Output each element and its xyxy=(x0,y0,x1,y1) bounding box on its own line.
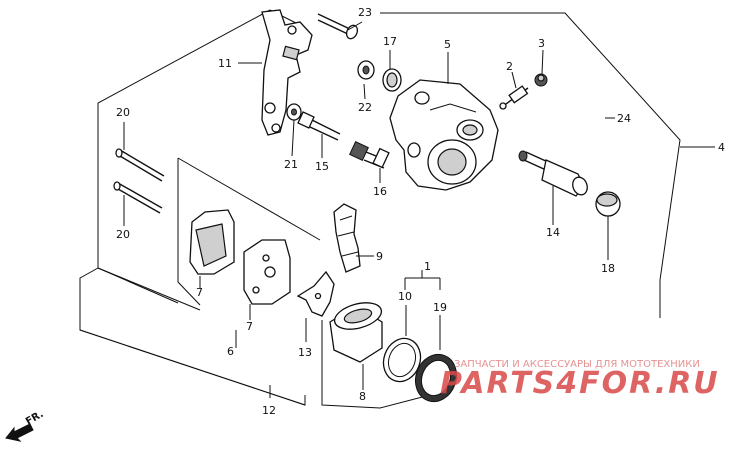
label-part-9: 9 xyxy=(376,250,383,263)
part-20-pad-pin-lower xyxy=(113,181,163,214)
label-part-5: 5 xyxy=(444,38,451,51)
part-10-piston-seal xyxy=(382,337,422,383)
part-18-boot xyxy=(595,191,621,217)
part-5-caliper-body xyxy=(389,79,499,191)
part-22-washer xyxy=(357,60,375,80)
label-part-18: 18 xyxy=(601,262,615,275)
part-13-shim xyxy=(296,270,335,317)
label-part-16: 16 xyxy=(373,185,387,198)
label-part-8: 8 xyxy=(359,390,366,403)
part-9-pad-spring xyxy=(333,203,361,273)
front-label: FR. xyxy=(24,409,46,428)
part-2-bleeder-screw xyxy=(499,85,529,110)
part-16-pin-bolt xyxy=(349,141,390,169)
assembly-outline xyxy=(79,9,715,409)
front-arrow-icon xyxy=(5,423,34,442)
label-part-3: 3 xyxy=(538,37,545,50)
part-14-slide-pin xyxy=(518,150,588,197)
part-labels: 1 2 3 4 5 6 7 7 8 9 10 11 12 13 14 15 16… xyxy=(116,6,725,417)
watermark-brand: PARTS4FOR.RU xyxy=(440,366,720,401)
label-part-13: 13 xyxy=(298,346,312,359)
part-7-brake-pad-inner xyxy=(243,239,291,305)
part-15-pin-bolt xyxy=(297,111,341,141)
label-part-12: 12 xyxy=(262,404,276,417)
leader-lines xyxy=(123,21,609,398)
label-part-11: 11 xyxy=(218,57,232,70)
label-part-2: 2 xyxy=(506,60,513,73)
label-part-7-outer: 7 xyxy=(196,286,203,299)
label-part-23: 23 xyxy=(358,6,372,19)
label-part-22: 22 xyxy=(358,101,372,114)
part-17-bushing xyxy=(382,68,402,92)
watermark: ЗАПЧАСТИ И АКСЕССУАРЫ ДЛЯ МОТОТЕХНИКИ PA… xyxy=(440,359,720,401)
label-part-21: 21 xyxy=(284,158,298,171)
label-part-7-inner: 7 xyxy=(246,320,253,333)
label-part-14: 14 xyxy=(546,226,560,239)
part-8-piston xyxy=(329,302,383,363)
part-21-washer xyxy=(286,103,302,121)
part-20-pad-pin-upper xyxy=(115,148,165,182)
label-part-20-upper: 20 xyxy=(116,106,130,119)
label-part-19: 19 xyxy=(433,301,447,314)
part-3-bleeder-cap xyxy=(534,73,548,87)
label-part-1: 1 xyxy=(424,260,431,273)
label-part-24: 24 xyxy=(617,112,631,125)
label-part-20-lower: 20 xyxy=(116,228,130,241)
label-part-10: 10 xyxy=(398,290,412,303)
part-11-caliper-bracket xyxy=(261,9,313,136)
watermark-tagline: ЗАПЧАСТИ И АКСЕССУАРЫ ДЛЯ МОТОТЕХНИКИ xyxy=(454,359,700,370)
part-19-dust-seal xyxy=(414,353,458,403)
label-part-17: 17 xyxy=(383,35,397,48)
label-part-6: 6 xyxy=(227,345,234,358)
label-part-15: 15 xyxy=(315,160,329,173)
label-part-4: 4 xyxy=(718,141,725,154)
front-direction-indicator: FR. xyxy=(5,409,46,442)
part-23-bolt xyxy=(317,13,359,40)
part-7-brake-pad-outer xyxy=(189,209,235,275)
